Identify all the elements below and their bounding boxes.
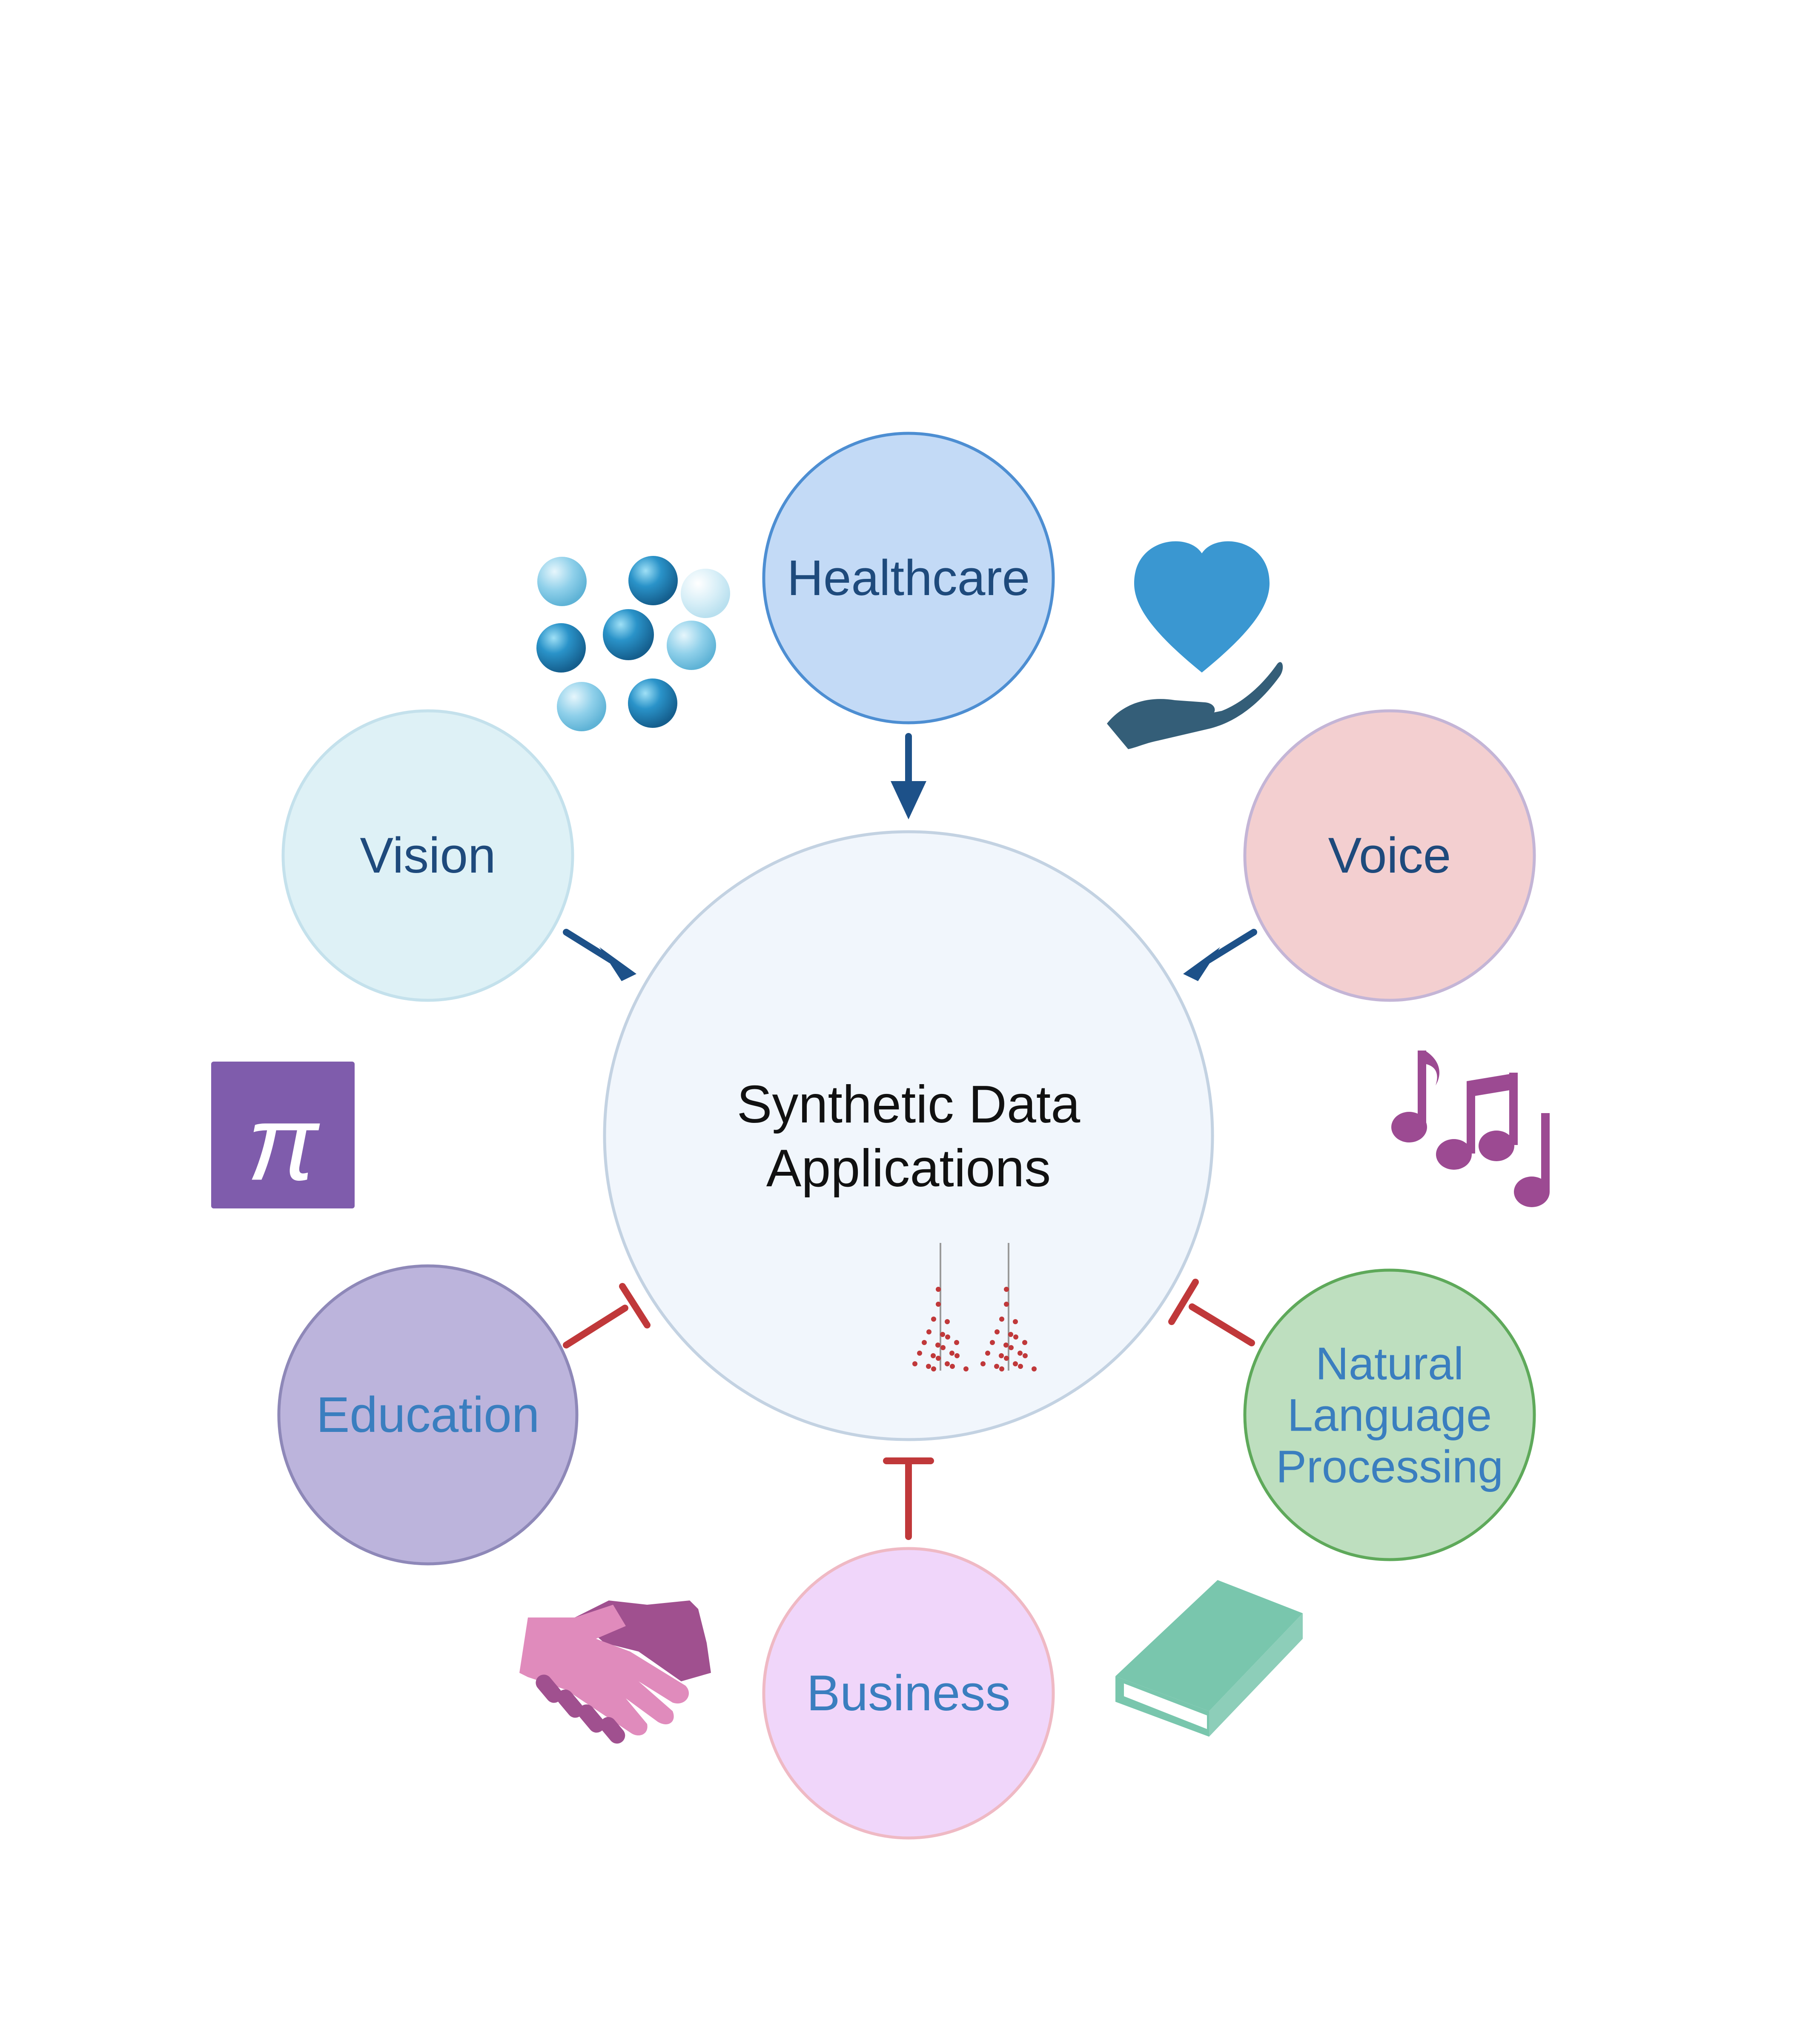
scatter-dot [1004,1356,1009,1361]
scatter-dot [936,1302,941,1307]
scatter-dot [917,1351,922,1356]
scatter-dot [1022,1340,1027,1345]
pi-symbol-icon: π [211,1062,355,1208]
scatter-dot [1017,1351,1023,1356]
node-business[interactable]: Business [762,1547,1055,1840]
node-healthcare-label: Healthcare [787,550,1030,606]
scatter-dot [1013,1319,1018,1324]
center-title-line1: Synthetic Data [737,1075,1080,1134]
scatter-dot [999,1366,1004,1371]
node-nlp-label-line1: Natural [1316,1338,1464,1389]
scatter-dot [926,1329,931,1334]
scatter-dot [931,1353,936,1358]
scatter-dot [995,1329,1000,1334]
scatter-dot [1013,1361,1018,1366]
scatter-dot [945,1334,950,1340]
node-healthcare[interactable]: Healthcare [762,432,1055,724]
music-notes-icon [1391,1051,1550,1207]
node-vision[interactable]: Vision [281,709,574,1002]
node-vision-label: Vision [360,827,496,884]
scatter-dot [935,1343,940,1348]
scatter-dot [936,1287,941,1292]
center-node: Synthetic Data Applications [603,830,1214,1441]
node-nlp-label-line2: Language [1287,1389,1492,1441]
node-education[interactable]: Education [277,1264,579,1566]
scatter-dot [990,1340,995,1345]
svg-text:π: π [247,1084,320,1202]
node-business-label: Business [807,1665,1011,1721]
scatter-dot [1004,1287,1009,1292]
scatter-dot [940,1345,946,1350]
scatter-dot [940,1332,945,1337]
scatter-dot [1009,1345,1014,1350]
node-voice[interactable]: Voice [1243,709,1536,1002]
center-title-line2: Applications [766,1139,1051,1198]
handshake-icon [519,1600,711,1744]
scatter-dot [945,1319,950,1324]
heart-in-hand-icon [1107,541,1283,749]
node-voice-label: Voice [1328,827,1451,884]
scatter-dot [936,1356,941,1361]
scatter-dot [1004,1302,1009,1307]
scatter-dot [1008,1332,1013,1337]
scatter-dot [931,1317,936,1322]
scatter-dot [954,1340,959,1345]
scatter-dot [963,1366,969,1371]
healthcare-activation-arrow [891,733,926,819]
scatter-dot [985,1351,990,1356]
scatter-dot [950,1364,955,1369]
node-education-label: Education [316,1387,540,1443]
scatter-dot [1003,1343,1009,1348]
scatter-dot [1013,1334,1018,1340]
scatter-dot [1018,1364,1023,1369]
node-nlp[interactable]: Natural Language Processing [1243,1268,1536,1561]
scatter-dot [999,1317,1004,1322]
scatter-dot [949,1351,954,1356]
business-inhibition-connector [883,1457,934,1540]
voice-activation-arrow [1183,929,1257,981]
scatter-dot [912,1361,917,1366]
vision-activation-arrow [563,929,636,981]
scatter-dot [954,1353,960,1358]
scatter-dot [980,1361,986,1366]
scatter-dot [999,1353,1004,1358]
scatter-dot [922,1340,927,1345]
scatter-dot [994,1364,999,1369]
node-nlp-label-line3: Processing [1276,1441,1503,1492]
connectors [563,733,1257,1540]
scatter-dot [931,1366,936,1371]
scatter-dot [945,1361,950,1366]
scatter-dot [1023,1353,1028,1358]
scatter-dot [926,1364,931,1369]
nlp-inhibition-connector [1168,1279,1255,1346]
molecule-cluster-icon [536,556,730,731]
book-icon [1115,1580,1303,1737]
education-inhibition-connector [563,1283,651,1348]
scatter-dot [1032,1366,1037,1371]
scatter-plot-icon [912,1243,1037,1371]
